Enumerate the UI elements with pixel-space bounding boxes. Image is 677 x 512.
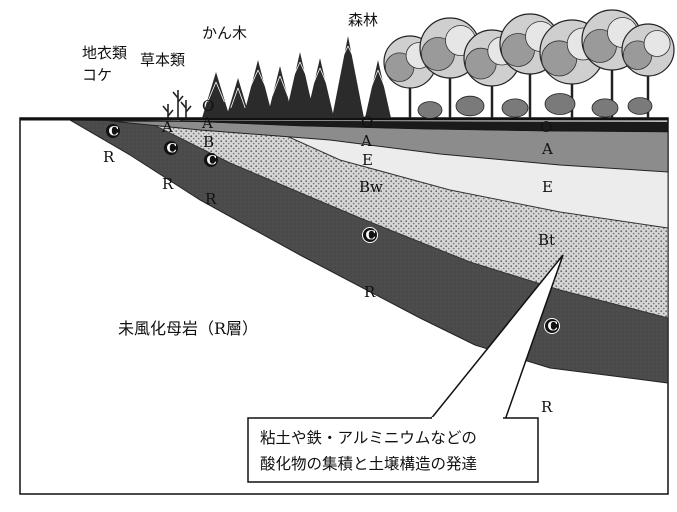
herb-a-label: A [161,118,173,136]
understory-shrub-icon [501,98,529,118]
shrub-c-badge [204,153,218,167]
conifer-tree-icon [332,36,364,118]
forest-mid-a-label: A [360,132,372,150]
shrub-c-label: C [207,154,217,169]
understory-shrub-icon [544,93,576,115]
forest-right-c-label: C [548,320,558,335]
conifer-branch-icon [290,61,310,83]
callout-box [247,417,539,483]
conifer-tree-icon [202,72,230,118]
conifer-tree-icon [306,58,334,118]
herb-plant-icon [172,90,184,118]
forest-right-e-label: E [542,178,553,196]
understory-shrub-icon [417,101,443,119]
conifer-tree-icon [243,60,273,118]
conifer-branch-icon [369,69,387,91]
forest-right-a-label: A [541,140,553,158]
callout-line2: 酸化物の集積と土壌構造の発達 [260,455,477,473]
lichen-label-line2: コケ [82,66,112,84]
understory-shrub-icon [627,97,653,115]
forest-label: 森林 [348,11,378,29]
herb-c-label: C [167,142,177,157]
vegetation-silhouettes [162,9,675,119]
lichen-c-badge [106,124,120,138]
shrub-b-label: B [203,133,214,151]
forest-mid-c-badge [362,227,378,243]
forest-mid-c-label: C [366,229,376,244]
herb-c-badge [164,141,178,155]
understory-shrub-icon [591,98,619,118]
forest-right-o-label: O [540,118,552,136]
broadleaf-crown-highlight-icon [643,30,671,57]
conifer-branch-icon [338,45,358,67]
conifer-branch-icon [271,75,289,97]
herb-plant-icon [162,104,174,118]
herb-r-label: R [162,175,174,193]
forest-mid-r-label: R [364,283,376,301]
conifer-branch-icon [207,81,225,103]
conifer-branch-icon [230,87,246,109]
forest-mid-o-label: O [361,113,373,131]
lichen-c-label: C [109,125,119,140]
forest-right-r-label: R [541,398,553,416]
forest-mid-e-label: E [362,151,373,169]
bedrock-label: 未風化母岩（R層） [118,319,258,338]
conifer-tree-icon [226,78,250,118]
conifer-tree-icon [365,60,391,118]
shrub-label: かん木 [202,24,247,42]
lichen-label-line1: 地衣類 [82,44,127,62]
conifer-tree-icon [285,52,315,118]
forest-mid-bw-label: Bw [359,178,383,196]
forest-right-bt-label: Bt [538,231,555,249]
herb-plant-icon [180,100,192,118]
conifer-branch-icon [248,69,268,91]
herb-label: 草本類 [140,51,185,69]
lichen-r-label: R [103,148,115,166]
conifer-tree-icon [267,66,293,118]
shrub-o-label: O [202,97,214,115]
forest-right-c-badge [544,318,560,334]
shrub-a-label: A [201,114,213,132]
o-horizon-layer [179,120,669,133]
shrub-r-label: R [205,190,217,208]
callout-line1: 粘土や鉄・アルミニウムなどの [260,429,477,447]
understory-shrub-icon [455,95,485,117]
conifer-branch-icon [311,67,329,89]
